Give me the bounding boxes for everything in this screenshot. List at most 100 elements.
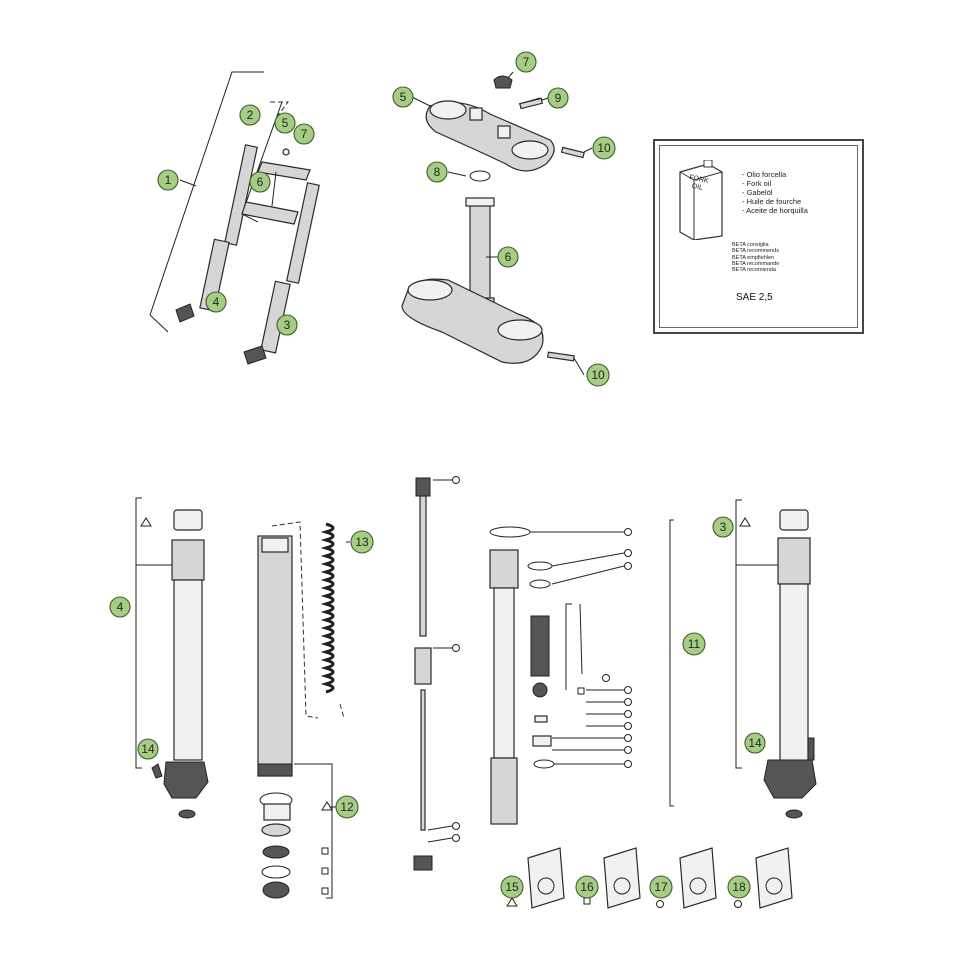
callout-7[interactable]: 7 [515,51,537,73]
svg-text:14: 14 [748,736,762,750]
brand-note-item: BETA recommends [732,248,779,255]
callout-16[interactable]: 16 [575,875,599,899]
oil-grade: SAE 2,5 [736,292,773,303]
callout-11[interactable]: 11 [682,632,706,656]
circle-symbol-icon [624,686,632,694]
seal-kits-group [527,847,793,909]
svg-text:10: 10 [597,141,611,155]
circle-symbol-icon [452,822,460,830]
svg-text:7: 7 [301,127,308,141]
oil-name-item: - Olio forcella [742,170,787,179]
callout-10[interactable]: 10 [586,363,610,387]
oil-name-item: - Aceite de horquilla [742,206,808,215]
callout-3[interactable]: 3 [712,516,734,538]
circle-symbol-icon [624,746,632,754]
svg-text:13: 13 [355,535,369,549]
callout-18[interactable]: 18 [727,875,751,899]
cartridge-group [489,519,674,825]
circle-symbol-icon [624,549,632,557]
triangle-symbol-icon [506,897,518,907]
oil-name-list: - Olio forcella - Fork oil - Gabelöl - H… [742,170,808,215]
right-outer-tube-group [735,499,817,819]
circle-symbol-icon [624,760,632,768]
svg-text:3: 3 [720,520,727,534]
svg-text:10: 10 [591,368,605,382]
square-symbol-icon [321,887,329,895]
brand-note-item: BETA recomienda [732,267,776,274]
svg-text:6: 6 [505,250,512,264]
callout-3[interactable]: 3 [276,314,298,336]
svg-text:17: 17 [654,880,668,894]
callout-9[interactable]: 9 [547,87,569,109]
svg-text:7: 7 [523,55,530,69]
circle-symbol-icon [624,734,632,742]
callout-6[interactable]: 6 [497,246,519,268]
svg-text:16: 16 [580,880,594,894]
oil-name-item: - Gabelöl [742,188,773,197]
callout-4[interactable]: 4 [205,291,227,313]
callout-7[interactable]: 7 [293,123,315,145]
triangle-symbol-icon [140,517,152,527]
callout-12[interactable]: 12 [335,795,359,819]
callout-5[interactable]: 5 [392,86,414,108]
svg-text:5: 5 [282,116,289,130]
callout-4[interactable]: 4 [109,596,131,618]
svg-text:12: 12 [340,800,354,814]
damper-rod-group [413,477,453,871]
callout-6[interactable]: 6 [249,171,271,193]
fork-oil-info-box: FORK OIL - Olio forcella - Fork oil - Ga… [653,139,864,334]
svg-text:6: 6 [257,175,264,189]
circle-symbol-icon [452,644,460,652]
oil-name-item: - Huile de fourche [742,197,802,206]
callout-14[interactable]: 14 [137,738,159,760]
fork-assembly-group [149,71,320,365]
square-symbol-icon [321,867,329,875]
triangle-symbol-icon [739,517,751,527]
circle-symbol-icon [624,562,632,570]
circle-symbol-icon [602,674,610,682]
circle-symbol-icon [624,710,632,718]
svg-text:9: 9 [555,91,562,105]
oil-can-icon [679,160,723,240]
brand-note-item: BETA recommande [732,260,780,267]
callout-2[interactable]: 2 [239,104,261,126]
svg-text:11: 11 [688,637,701,651]
oil-name-item: - Fork oil [742,179,772,188]
circle-symbol-icon [624,528,632,536]
callout-17[interactable]: 17 [649,875,673,899]
symbols [140,476,751,908]
callout-8[interactable]: 8 [426,161,448,183]
svg-text:18: 18 [732,880,746,894]
left-outer-tube-group [135,497,209,819]
square-symbol-icon [583,897,591,905]
callout-bubbles: 1 2 5 7 6 4 3 7 5 9 10 8 6 10 4 14 13 12… [109,51,766,899]
circle-symbol-icon [452,476,460,484]
triangle-symbol-icon [321,801,333,811]
svg-text:2: 2 [247,108,254,122]
callout-10[interactable]: 10 [592,136,616,160]
svg-text:14: 14 [141,742,155,756]
circle-symbol-icon [452,834,460,842]
circle-symbol-icon [656,900,664,908]
brand-note-item: BETA empfiehlen [732,254,775,261]
triple-clamp-group [401,75,585,364]
fork-oil-info-inner: FORK OIL - Olio forcella - Fork oil - Ga… [659,145,858,328]
svg-text:5: 5 [400,90,407,104]
square-symbol-icon [321,847,329,855]
square-symbol-icon [577,687,585,695]
brand-note-item: BETA consiglia [732,242,769,248]
callout-13[interactable]: 13 [350,530,374,554]
leader-lines [179,71,593,808]
svg-text:15: 15 [505,880,519,894]
callout-15[interactable]: 15 [500,875,524,899]
inner-tube-and-spring-group [257,521,345,899]
callout-5[interactable]: 5 [274,112,296,134]
svg-text:3: 3 [284,318,291,332]
svg-text:8: 8 [434,165,441,179]
callout-1[interactable]: 1 [157,169,179,191]
svg-text:1: 1 [165,173,172,187]
callout-14[interactable]: 14 [744,732,766,754]
fork-spring-icon [320,522,335,694]
brand-note-list: BETA consiglia BETA recommends BETA empf… [732,242,779,273]
